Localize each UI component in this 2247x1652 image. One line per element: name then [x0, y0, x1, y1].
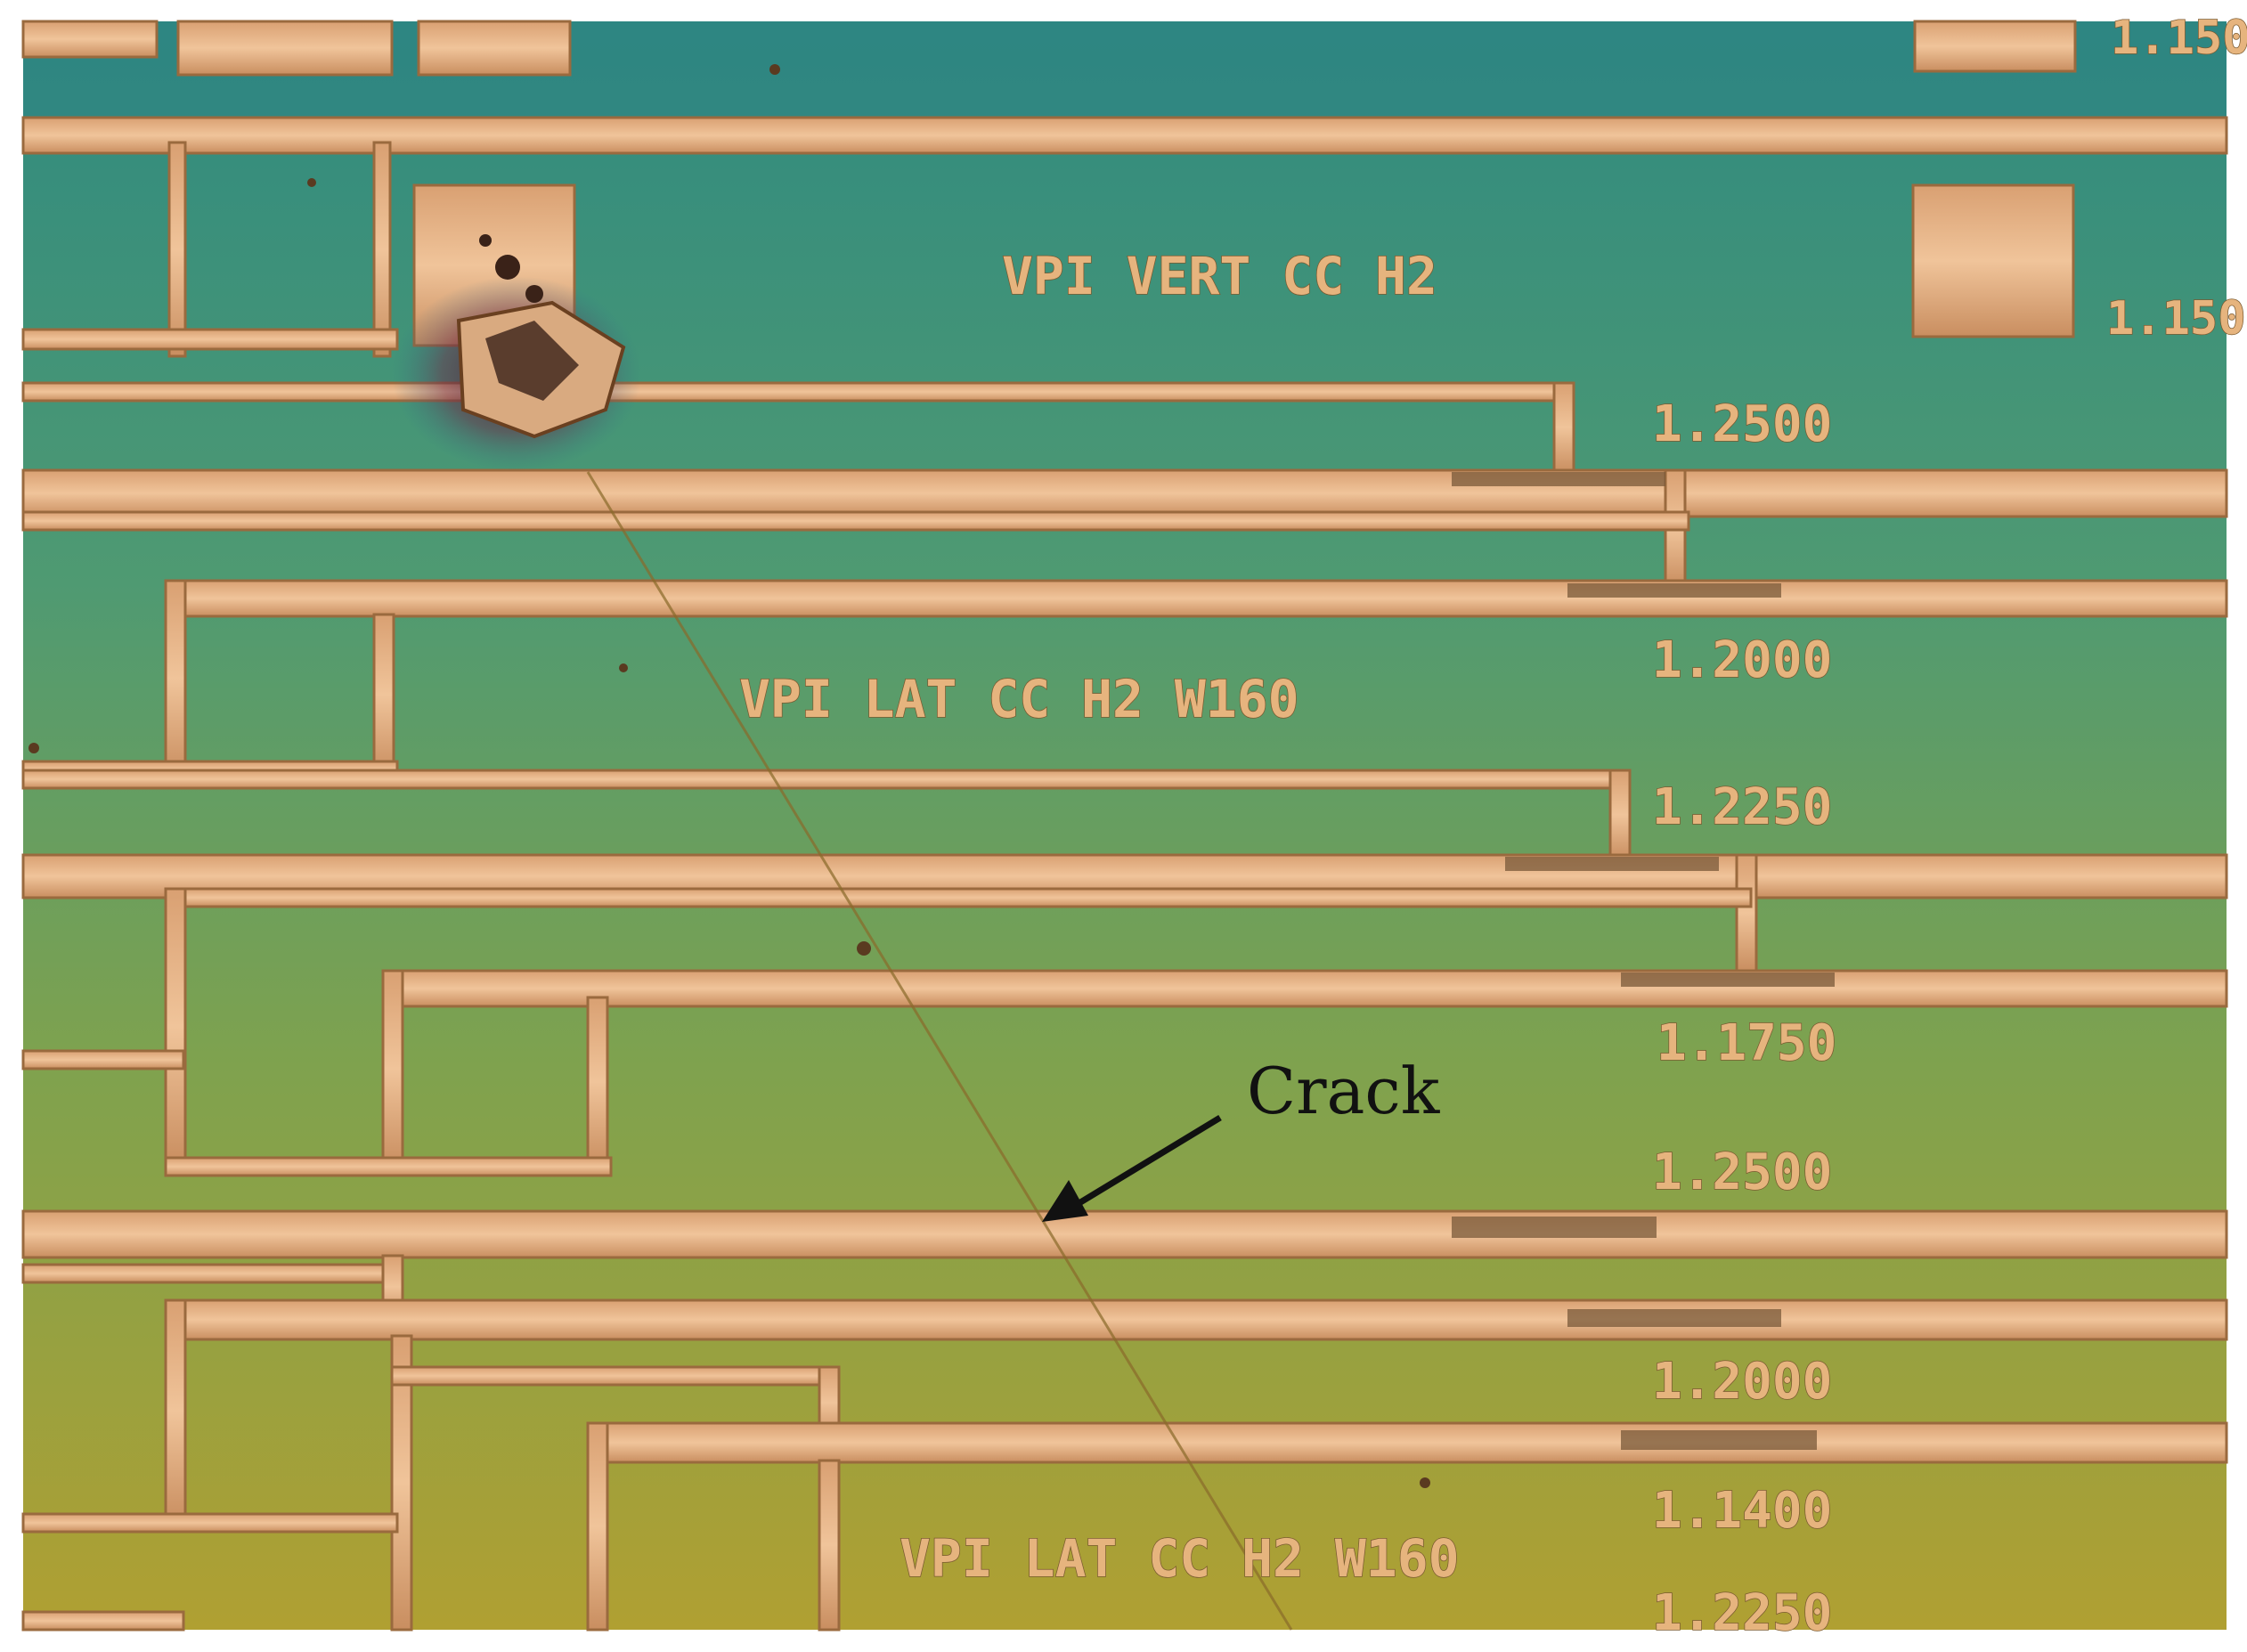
die-label-top: VPI VERT CC H2	[1002, 246, 1437, 306]
dimension-label: 1.2250	[1652, 778, 1832, 836]
damaged-pad	[392, 234, 641, 472]
dimension-label: 1.1750	[1657, 1014, 1836, 1072]
crack-annotation: Crack	[1042, 1054, 1441, 1222]
arrow-head-icon	[1042, 1180, 1088, 1222]
die-label-middle: VPI LAT CC H2 W160	[739, 669, 1299, 729]
dimension-label: 1.2500	[1652, 1143, 1832, 1201]
dimension-label: 1.2250	[1652, 1584, 1832, 1642]
particles	[28, 64, 1430, 1488]
dimension-label: 1.1400	[1652, 1482, 1832, 1540]
crack-label: Crack	[1247, 1054, 1441, 1128]
die-label-bottom: VPI LAT CC H2 W160	[900, 1528, 1460, 1589]
dimension-label: 1.2500	[1652, 395, 1832, 453]
metal-traces	[21, 20, 2228, 1632]
dimension-label: 1.2000	[1652, 1353, 1832, 1411]
arrow-icon	[1071, 1115, 1222, 1209]
via-regions	[1452, 472, 1835, 1450]
crack-line	[586, 471, 1293, 1631]
dimension-label: 1.2000	[1652, 631, 1832, 689]
dimension-label: 1.150	[2111, 12, 2247, 65]
dimension-label: 1.150	[2106, 292, 2246, 346]
